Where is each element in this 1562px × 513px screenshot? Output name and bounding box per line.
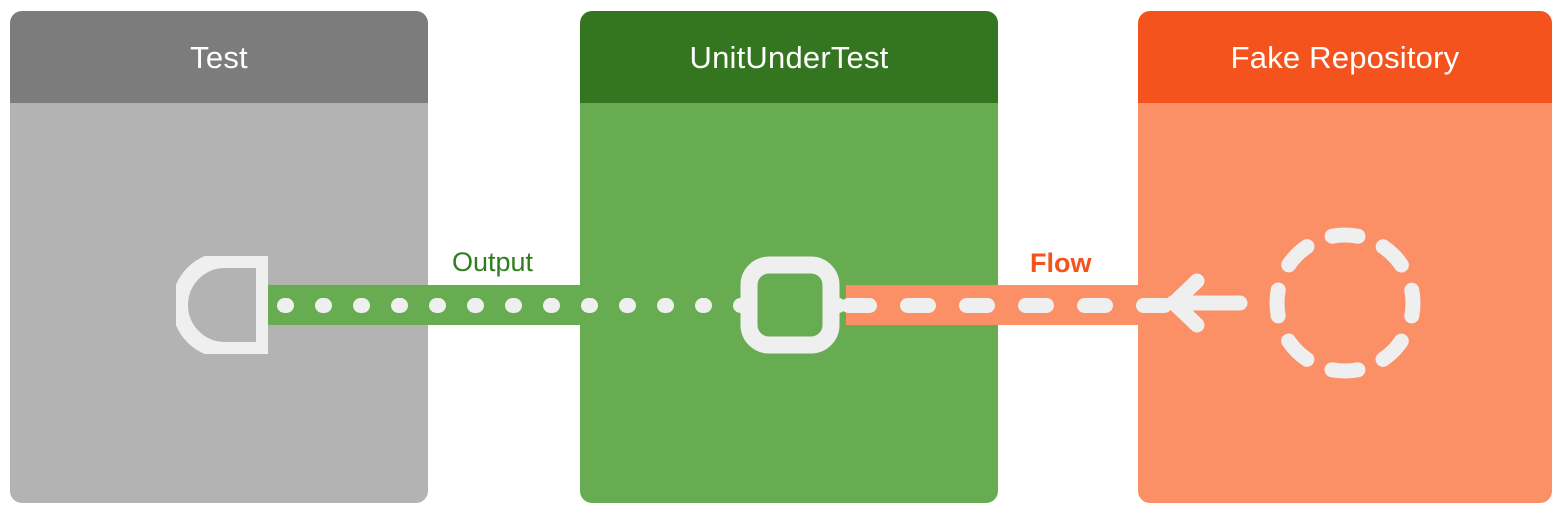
connector-dot [505,298,522,313]
panel-unit-under-test-title: UnitUnderTest [689,39,889,75]
panel-test-header: Test [10,11,428,103]
arrow-left-icon [1162,272,1248,334]
connector-dash [1077,298,1113,313]
socket-d-shape-icon [172,252,272,358]
connector-dot [543,298,560,313]
connector-dot [467,298,484,313]
connector-dash [841,298,877,313]
panel-unit-under-test-header: UnitUnderTest [580,11,998,103]
connector-dot [391,298,408,313]
connector-dot [619,298,636,313]
connector-flow-band[interactable] [841,285,1176,325]
panel-test-title: Test [190,39,248,75]
connector-dot [695,298,712,313]
connector-dash [900,298,936,313]
connector-dot [315,298,332,313]
connector-dash [1136,298,1172,313]
connector-label-output: Output [452,247,534,277]
connector-dash [1018,298,1054,313]
panel-fake-repository-header: Fake Repository [1138,11,1552,103]
connector-dot [429,298,446,313]
connector-dash [959,298,995,313]
rounded-square-component-icon [740,256,840,354]
connector-label-flow: Flow [1030,248,1092,278]
connector-dot [277,298,294,313]
connector-dot [353,298,370,313]
panel-fake-repository-title: Fake Repository [1230,39,1460,75]
connector-dot [657,298,674,313]
dashed-circle-icon [1268,226,1422,380]
connector-dot [581,298,598,313]
